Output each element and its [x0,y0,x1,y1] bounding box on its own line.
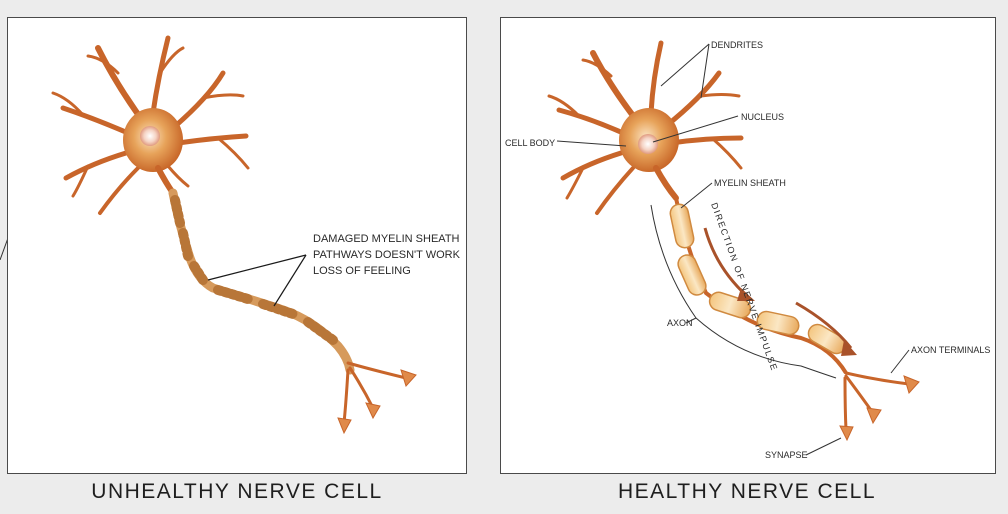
axon-terminals-healthy-branches [843,371,911,432]
axon-bracket [650,204,837,379]
callout-pathways: PATHWAYS DOESN'T WORK [313,249,461,261]
label-cell-body: CELL BODY [505,138,555,148]
label-myelin-sheath: MYELIN SHEATH [714,178,786,188]
caption-healthy: HEALTHY NERVE CELL [617,480,877,503]
label-direction-of-impulse: DIRECTION OF NERVE IMPULSE [709,201,780,372]
label-leader-lines [556,43,910,456]
callout-loss-of-feeling: LOSS OF FEELING [313,265,411,277]
callout-damaged-myelin: DAMAGED MYELIN SHEATH [313,233,460,245]
damaged-axon [168,188,355,375]
label-axon-terminals: AXON TERMINALS [911,345,990,355]
healthy-neuron-illustration: DENDRITES NUCLEUS CELL BODY MYELIN SHEAT… [505,40,990,460]
nucleus-unhealthy [140,126,160,146]
healthy-panel: DENDRITES NUCLEUS CELL BODY MYELIN SHEAT… [500,17,996,474]
damage-callout-lines [207,254,307,307]
nucleus-healthy [638,134,658,154]
caption-unhealthy: UNHEALTHY NERVE CELL [91,480,383,503]
unhealthy-panel: DAMAGED MYELIN SHEATH PATHWAYS DOESN'T W… [7,17,467,474]
myelin-segments [669,203,847,355]
label-synapse: SYNAPSE [765,450,808,460]
label-axon: AXON [667,318,693,328]
edge-mark [0,237,8,260]
label-nucleus: NUCLEUS [741,112,784,122]
unhealthy-neuron-illustration: DAMAGED MYELIN SHEATH PATHWAYS DOESN'T W… [51,35,461,435]
label-dendrites: DENDRITES [711,40,763,50]
